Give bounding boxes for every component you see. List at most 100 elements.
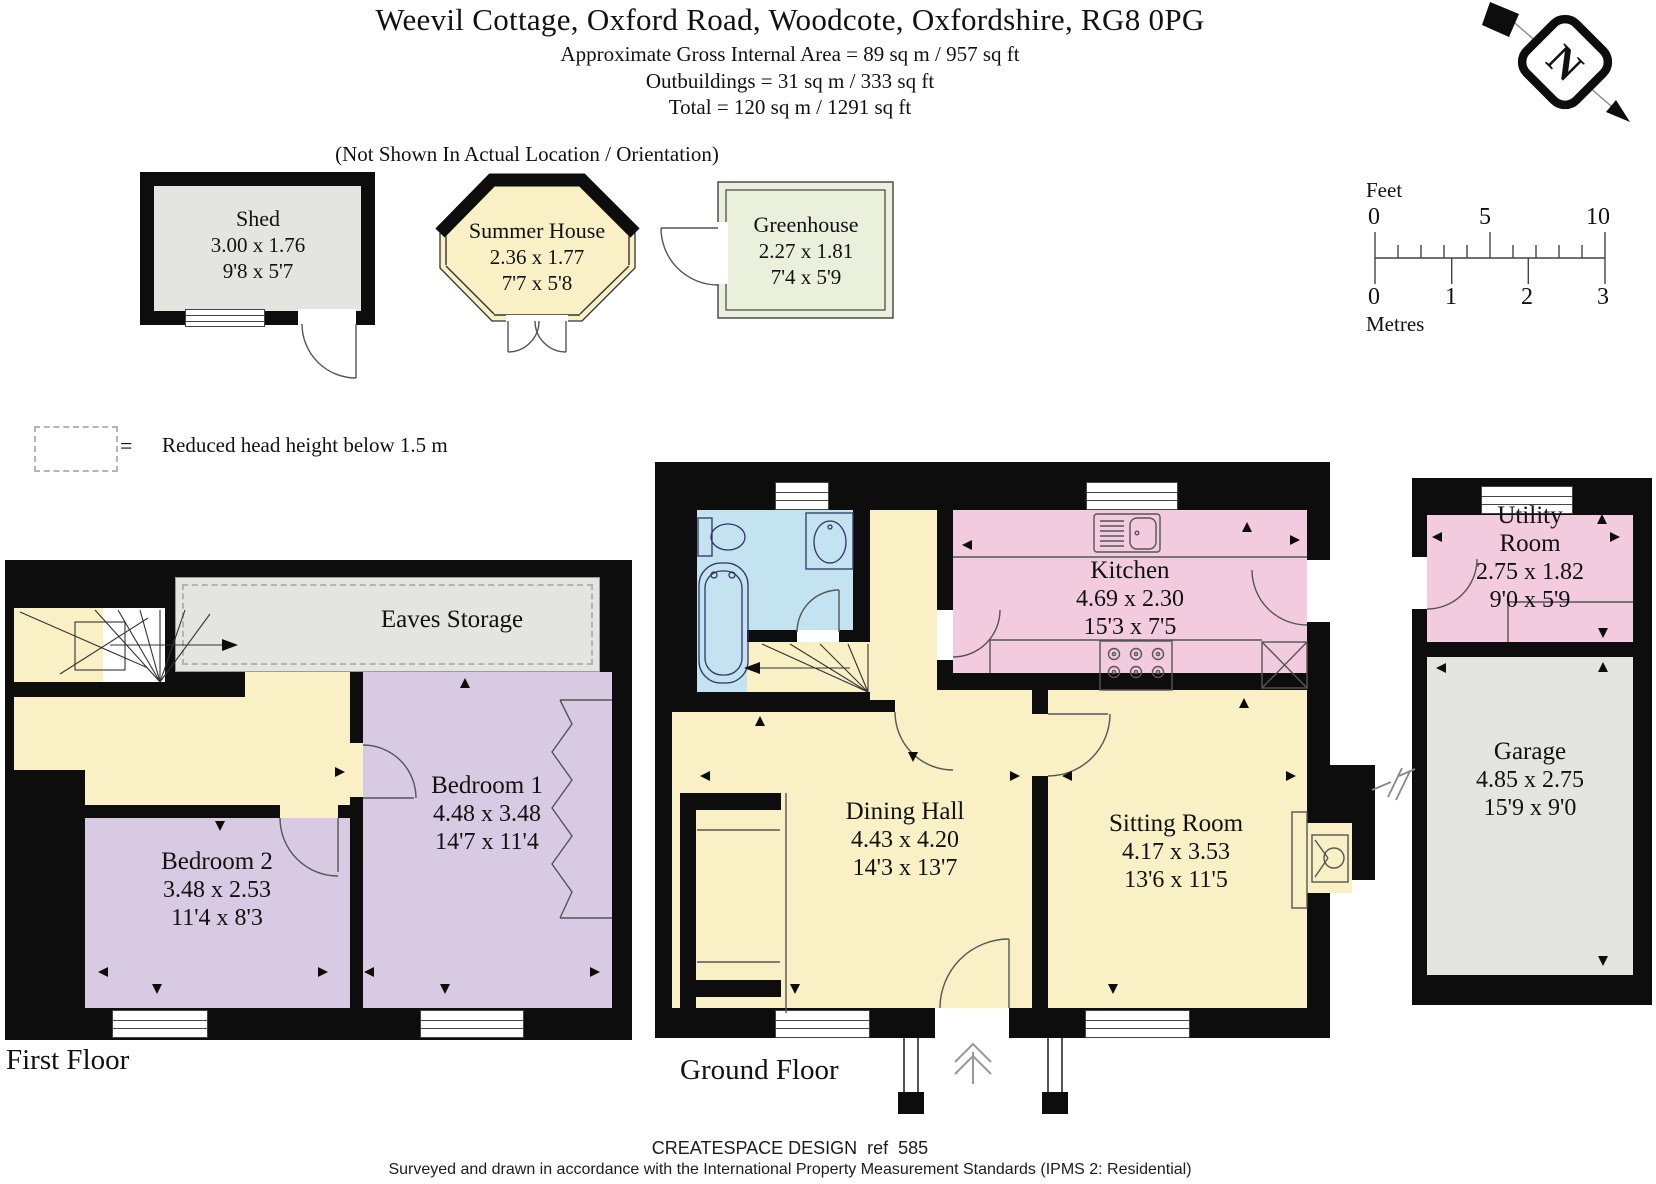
ff-stairs-wall — [12, 682, 245, 697]
bedroom2-window — [112, 1010, 208, 1038]
scale-ruler-icon — [1374, 232, 1606, 284]
legend-equals: = — [120, 433, 133, 458]
sitting-room-name: Sitting Room — [1108, 810, 1244, 837]
dining-hall-label: Dining Hall 4.43 x 4.20 14'3 x 13'7 — [846, 798, 965, 882]
summer-house-metric: 2.36 x 1.77 — [489, 245, 585, 269]
bedroom1-name: Bedroom 1 — [431, 772, 543, 799]
ff-stairs-void — [103, 608, 165, 685]
shed-floor — [154, 186, 361, 311]
legend-text: Reduced head height below 1.5 m — [162, 433, 448, 457]
shed-door-icon — [301, 323, 357, 379]
kitchen-door-opening — [937, 610, 953, 660]
standards-note: Surveyed and drawn in accordance with th… — [388, 1161, 1192, 1178]
scale-metre-1: 1 — [1445, 284, 1457, 310]
reduced-head-height-swatch — [34, 426, 118, 472]
bedroom2-door-opening — [280, 805, 338, 818]
porch-post-right — [1047, 1038, 1063, 1094]
shed-metric: 3.00 x 1.76 — [210, 233, 306, 257]
utility-imperial: 9'0 x 5'9 — [1489, 587, 1571, 613]
utility-window — [1481, 486, 1573, 514]
shed-door-opening — [298, 309, 356, 326]
outbuildings-line: Outbuildings = 31 sq m / 333 sq ft — [645, 69, 935, 93]
bedroom2-imperial: 11'4 x 8'3 — [171, 905, 263, 931]
kitchen-imperial: 15'3 x 7'5 — [1083, 614, 1177, 640]
greenhouse-name: Greenhouse — [753, 212, 859, 237]
bathroom-door-opening — [797, 630, 839, 642]
bedroom1-label: Bedroom 1 4.48 x 3.48 14'7 x 11'4 — [431, 772, 543, 856]
sitting-window — [1085, 1010, 1190, 1038]
kitchen-label: Kitchen 4.69 x 2.30 15'3 x 7'5 — [1076, 557, 1184, 641]
bedroom1-metric: 4.48 x 3.48 — [432, 801, 541, 827]
eaves-storage-label: Eaves Storage — [380, 606, 524, 633]
sitting-room-metric: 4.17 x 3.53 — [1122, 839, 1230, 865]
bedroom2-name: Bedroom 2 — [161, 848, 273, 875]
bathroom-floor-ext — [697, 630, 747, 692]
porch-post-left — [903, 1038, 919, 1094]
dining-window — [775, 1010, 870, 1038]
bay-wall-left — [680, 793, 696, 1013]
garage-imperial: 15'9 x 9'0 — [1483, 795, 1577, 821]
shed-window — [185, 309, 265, 327]
garage-name: Garage — [1493, 738, 1567, 765]
scale-metre-3: 3 — [1597, 284, 1609, 310]
scale-metre-2: 2 — [1521, 284, 1533, 310]
gf-stairs — [747, 642, 870, 692]
fireplace-recess — [1307, 823, 1352, 893]
break-line-icon — [1371, 767, 1416, 801]
hallway-floor — [870, 510, 937, 700]
dining-hall-imperial: 14'3 x 13'7 — [852, 855, 958, 881]
greenhouse-metric: 2.27 x 1.81 — [758, 239, 854, 263]
scale-feet-10: 10 — [1586, 204, 1610, 230]
scale-feet-0: 0 — [1368, 204, 1380, 230]
kitchen-window — [1086, 482, 1178, 510]
gross-area-line: Approximate Gross Internal Area = 89 sq … — [560, 42, 1020, 66]
utility-metric: 2.75 x 1.82 — [1476, 559, 1584, 585]
shed-name: Shed — [236, 206, 280, 231]
bedroom1-imperial: 14'7 x 11'4 — [435, 829, 539, 855]
greenhouse-label: Greenhouse 2.27 x 1.81 7'4 x 5'9 — [753, 212, 858, 290]
utility-door-opening — [1412, 557, 1427, 609]
utility-name: Utility Room — [1497, 502, 1563, 557]
ff-corner-wall — [5, 770, 85, 1040]
scale-metre-0: 0 — [1368, 284, 1380, 310]
bedroom2-label: Bedroom 2 3.48 x 2.53 11'4 x 8'3 — [161, 848, 273, 932]
bathroom-floor — [697, 510, 853, 630]
shed-imperial: 9'8 x 5'7 — [222, 259, 294, 283]
sitting-room-label: Sitting Room 4.17 x 3.53 13'6 x 11'5 — [1109, 810, 1243, 894]
summer-house-imperial: 7'7 x 5'8 — [501, 271, 573, 295]
first-floor-label: First Floor — [6, 1044, 130, 1076]
eaves-storage-area — [175, 577, 600, 672]
dining-hall-metric: 4.43 x 4.20 — [851, 827, 959, 853]
bedroom2-metric: 3.48 x 2.53 — [162, 877, 271, 903]
bathroom-window — [775, 482, 829, 510]
bay-wall-bottom — [695, 980, 781, 997]
front-door-opening — [935, 1008, 1009, 1038]
kitchen-back-door-opening — [1307, 560, 1330, 622]
scale-metres-label: Metres — [1366, 312, 1425, 336]
summer-house-name: Summer House — [468, 218, 606, 243]
entrance-arrow-icon — [954, 1042, 992, 1084]
scale-feet-label: Feet — [1366, 178, 1403, 202]
dining-sitting-opening — [1032, 714, 1048, 776]
bay-wall-top — [695, 793, 781, 810]
shed-label: Shed 3.00 x 1.76 9'8 x 5'7 — [211, 206, 306, 284]
garage-label: Garage 4.85 x 2.75 15'9 x 9'0 — [1476, 738, 1584, 822]
hall-dining-opening — [895, 700, 953, 712]
total-line: Total = 120 sq m / 1291 sq ft — [668, 95, 912, 119]
porch-post-base-left — [898, 1092, 924, 1114]
designer-credit: CREATESPACE DESIGN ref 585 — [651, 1138, 929, 1158]
kitchen-metric: 4.69 x 2.30 — [1076, 586, 1184, 612]
garage-metric: 4.85 x 2.75 — [1476, 767, 1584, 793]
bedroom1-door-opening — [350, 743, 363, 797]
utility-label: Utility Room 2.75 x 1.82 9'0 x 5'9 — [1467, 502, 1593, 614]
ground-floor-label: Ground Floor — [680, 1054, 839, 1086]
dining-hall-name: Dining Hall — [845, 798, 965, 825]
porch-post-base-right — [1042, 1092, 1068, 1114]
sitting-room-imperial: 13'6 x 11'5 — [1124, 867, 1228, 893]
summer-house-label: Summer House 2.36 x 1.77 7'7 x 5'8 — [469, 218, 605, 296]
kitchen-name: Kitchen — [1090, 557, 1170, 584]
scale-feet-5: 5 — [1479, 204, 1491, 230]
garage-floor — [1427, 657, 1633, 975]
page-title: Weevil Cottage, Oxford Road, Woodcote, O… — [375, 2, 1205, 37]
